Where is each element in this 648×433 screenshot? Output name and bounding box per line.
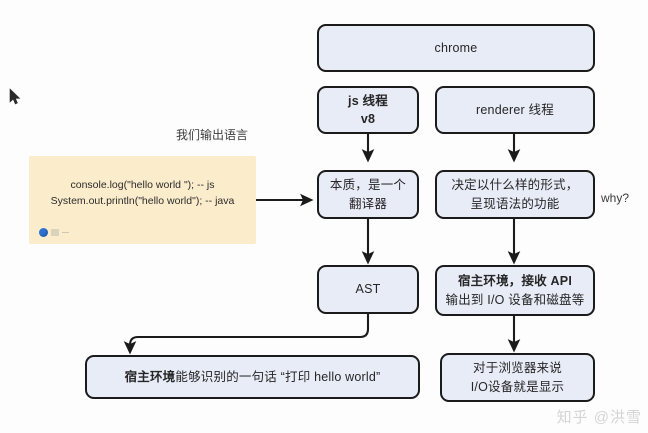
node-js-thread-line2: v8: [360, 112, 376, 126]
node-host-sentence-rest: 能够识别的一句话 “打印 hello world”: [175, 369, 381, 384]
node-chrome[interactable]: chrome: [317, 24, 595, 72]
wire-ast-to-hostsentence: [123, 314, 370, 355]
node-translator-line1: 本质，是一个: [329, 178, 407, 193]
code-line-js: console.log("hello world "); -- js: [70, 178, 215, 191]
node-host-api[interactable]: 宿主环境，接收 API 输出到 I/O 设备和磁盘等: [435, 265, 595, 316]
node-host-api-line1: 宿主环境，接收 API: [457, 274, 572, 289]
blue-dot-icon: [39, 228, 69, 237]
node-syntax-form[interactable]: 决定以什么样的形式， 呈现语法的功能: [435, 170, 595, 219]
node-ast[interactable]: AST: [317, 265, 419, 314]
label-output-language: 我们输出语言: [176, 128, 249, 142]
mouse-cursor-icon: [9, 88, 21, 105]
watermark: 知乎 @洪雪: [556, 409, 642, 426]
node-js-thread-line1: js 线程: [348, 93, 388, 108]
node-js-thread[interactable]: js 线程 v8: [317, 86, 419, 134]
node-browser-io[interactable]: 对于浏览器来说 I/O设备就是显示: [440, 353, 595, 402]
node-host-sentence[interactable]: 宿主环境能够识别的一句话 “打印 hello world”: [85, 355, 420, 399]
label-why: why?: [601, 191, 630, 205]
node-renderer-thread[interactable]: renderer 线程: [435, 86, 595, 134]
node-host-sentence-bold: 宿主环境: [124, 369, 176, 384]
node-browser-io-line2: I/O设备就是显示: [470, 379, 565, 394]
code-example-card[interactable]: console.log("hello world "); -- js Syste…: [29, 156, 256, 244]
node-host-api-line2: 输出到 I/O 设备和磁盘等: [445, 292, 585, 307]
node-browser-io-line1: 对于浏览器来说: [473, 361, 562, 376]
node-syntax-form-line1: 决定以什么样的形式，: [451, 178, 579, 193]
code-line-java: System.out.println("hello world"); -- ja…: [50, 195, 235, 207]
node-syntax-form-line2: 呈现语法的功能: [470, 196, 560, 211]
node-chrome-label: chrome: [434, 40, 478, 55]
node-translator-line2: 翻译器: [348, 196, 388, 211]
node-renderer-thread-label: renderer 线程: [476, 102, 554, 117]
node-ast-label: AST: [355, 282, 381, 297]
node-translator[interactable]: 本质，是一个 翻译器: [317, 170, 419, 219]
